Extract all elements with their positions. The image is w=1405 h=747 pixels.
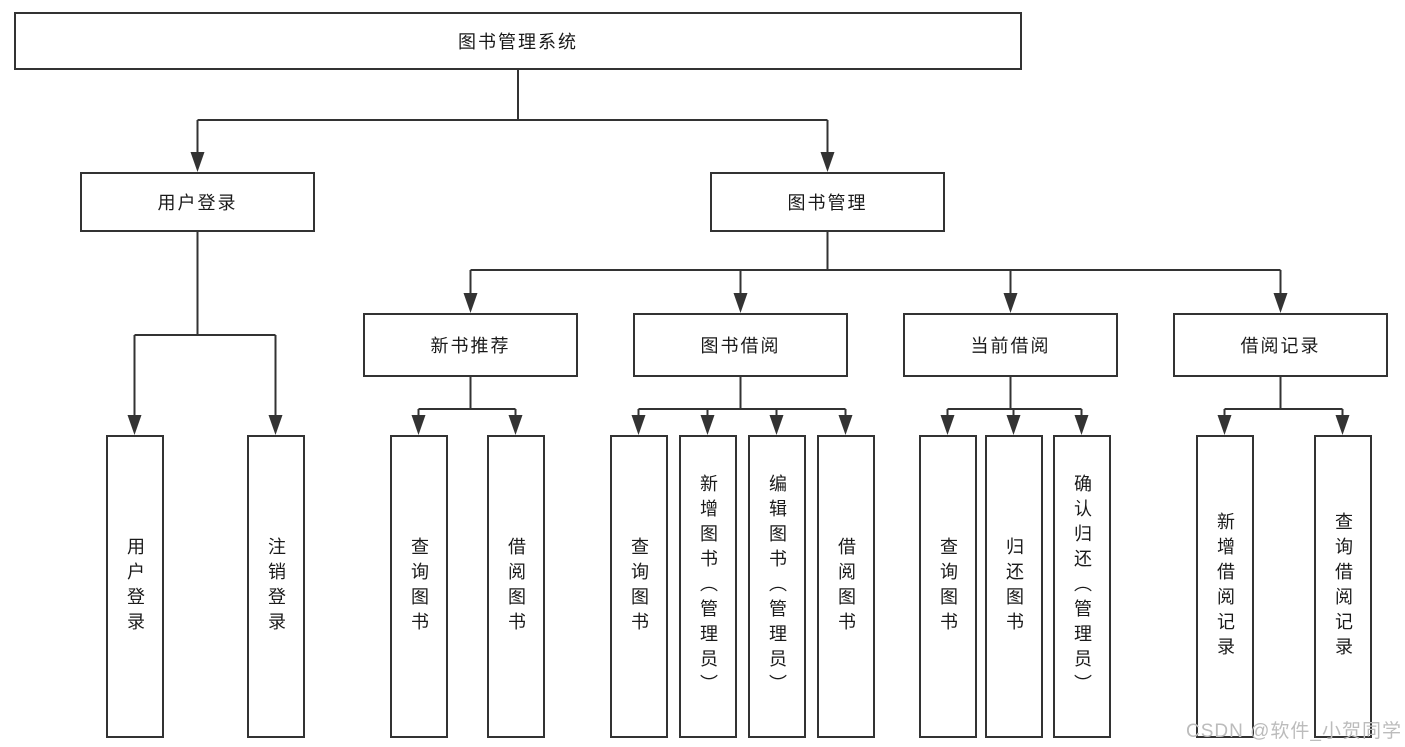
csdn-watermark: CSDN @软件_小贺同学 (1186, 721, 1402, 742)
leaf-confirm-return-admin-label: 确认归还（管理员） (1072, 474, 1092, 699)
leaf-logout-label: 注销登录 (266, 536, 286, 637)
leaf-edit-books-admin-label: 编辑图书（管理员） (767, 474, 787, 699)
node-book-borrow: 图书借阅 (633, 313, 848, 377)
leaf-borrow-books: 借阅图书 (817, 435, 875, 738)
leaf-recommend-borrow-books: 借阅图书 (487, 435, 545, 738)
leaf-logout: 注销登录 (247, 435, 305, 738)
leaf-add-books-admin-label: 新增图书（管理员） (698, 474, 718, 699)
leaf-add-borrow-record: 新增借阅记录 (1196, 435, 1254, 738)
leaf-query-borrow-record: 查询借阅记录 (1314, 435, 1372, 738)
node-book-management: 图书管理 (710, 172, 945, 232)
leaf-add-books-admin: 新增图书（管理员） (679, 435, 737, 738)
node-book-borrow-label: 图书借阅 (700, 336, 781, 356)
leaf-borrow-query-books: 查询图书 (610, 435, 668, 738)
node-current-borrow: 当前借阅 (903, 313, 1118, 377)
node-user-login-label: 用户登录 (157, 193, 238, 213)
leaf-recommend-query-books: 查询图书 (390, 435, 448, 738)
leaf-return-books-label: 归还图书 (1004, 536, 1024, 637)
leaf-edit-books-admin: 编辑图书（管理员） (748, 435, 806, 738)
node-new-book-recommend: 新书推荐 (363, 313, 578, 377)
leaf-borrow-query-books-label: 查询图书 (629, 536, 649, 637)
leaf-current-query-books-label: 查询图书 (938, 536, 958, 637)
leaf-recommend-borrow-books-label: 借阅图书 (506, 536, 526, 637)
node-current-borrow-label: 当前借阅 (970, 336, 1051, 356)
leaf-current-query-books: 查询图书 (919, 435, 977, 738)
node-borrow-records: 借阅记录 (1173, 313, 1388, 377)
leaf-query-borrow-record-label: 查询借阅记录 (1333, 511, 1353, 662)
node-user-login: 用户登录 (80, 172, 315, 232)
leaf-user-login-label: 用户登录 (125, 536, 145, 637)
node-new-book-recommend-label: 新书推荐 (430, 336, 511, 356)
node-borrow-records-label: 借阅记录 (1240, 336, 1321, 356)
node-root-label: 图书管理系统 (458, 32, 578, 52)
leaf-confirm-return-admin: 确认归还（管理员） (1053, 435, 1111, 738)
leaf-recommend-query-books-label: 查询图书 (409, 536, 429, 637)
leaf-user-login: 用户登录 (106, 435, 164, 738)
leaf-return-books: 归还图书 (985, 435, 1043, 738)
leaf-borrow-books-label: 借阅图书 (836, 536, 856, 637)
leaf-add-borrow-record-label: 新增借阅记录 (1215, 511, 1235, 662)
node-root: 图书管理系统 (14, 12, 1022, 70)
node-book-management-label: 图书管理 (787, 193, 868, 213)
